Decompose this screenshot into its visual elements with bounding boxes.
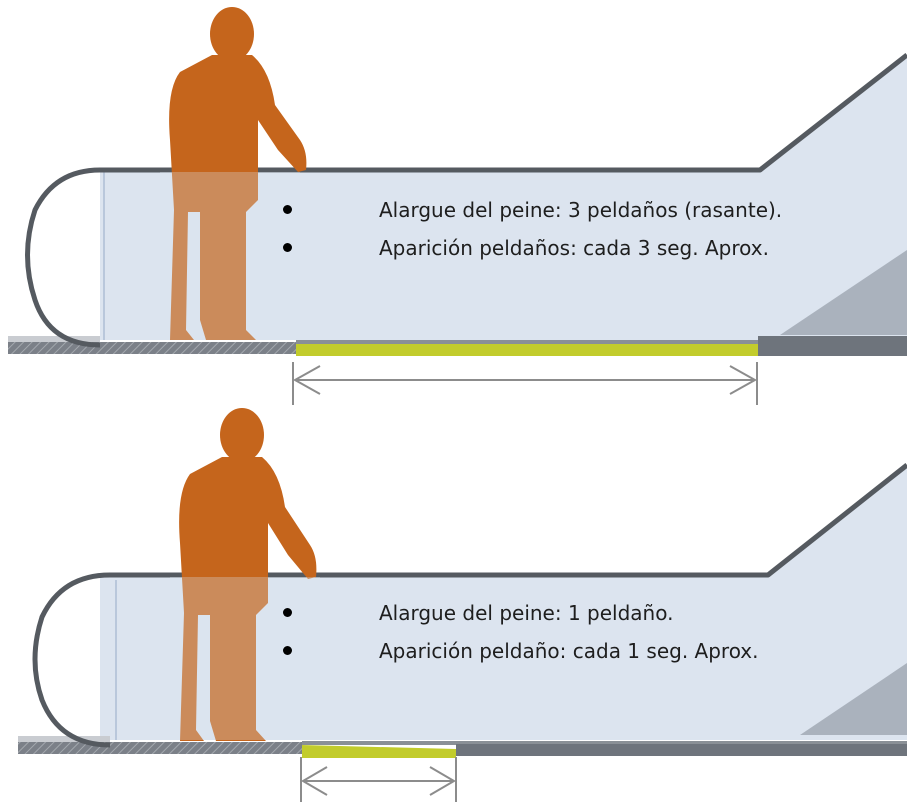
escalator-illustration xyxy=(8,7,907,405)
bullet-comb-extension: Alargue del peine: 1 peldaño. xyxy=(283,599,759,637)
info-bullets: Alargue del peine: 1 peldaño. Aparición … xyxy=(283,599,759,675)
floor-plate-left xyxy=(18,736,110,742)
balustrade-shadow xyxy=(800,663,907,735)
handrail xyxy=(25,53,907,348)
step-band xyxy=(302,741,907,745)
balustrade-glass xyxy=(100,465,907,740)
person-silhouette xyxy=(179,408,317,741)
floor-plate-left xyxy=(8,336,100,342)
floor-right xyxy=(456,744,907,756)
floor-plate xyxy=(8,342,98,354)
dimension-arrow xyxy=(292,362,758,405)
handrail xyxy=(32,463,907,748)
landing-plate xyxy=(98,342,296,354)
escalator-diagram-bottom: Alargue del peine: 1 peldaño. Aparición … xyxy=(0,405,907,802)
comb-extension xyxy=(296,344,758,356)
person-silhouette xyxy=(169,7,307,340)
bullet-comb-extension: Alargue del peine: 3 peldaños (rasante). xyxy=(283,196,782,234)
bullet-step-appearance: Aparición peldaño: cada 1 seg. Aprox. xyxy=(283,637,759,675)
escalator-diagram-top: Alargue del peine: 3 peldaños (rasante).… xyxy=(8,7,907,405)
comb-extension xyxy=(302,745,456,758)
bullet-step-appearance: Aparición peldaños: cada 3 seg. Aprox. xyxy=(283,234,782,272)
floor-right xyxy=(758,336,907,356)
landing-plate xyxy=(108,742,302,754)
step-band xyxy=(296,340,758,344)
dimension-arrow xyxy=(300,757,457,802)
escalator-illustration xyxy=(18,408,907,802)
floor-plate xyxy=(18,742,108,754)
info-bullets: Alargue del peine: 3 peldaños (rasante).… xyxy=(283,196,782,272)
balustrade-glass xyxy=(100,55,907,340)
balustrade-shadow xyxy=(780,250,907,335)
